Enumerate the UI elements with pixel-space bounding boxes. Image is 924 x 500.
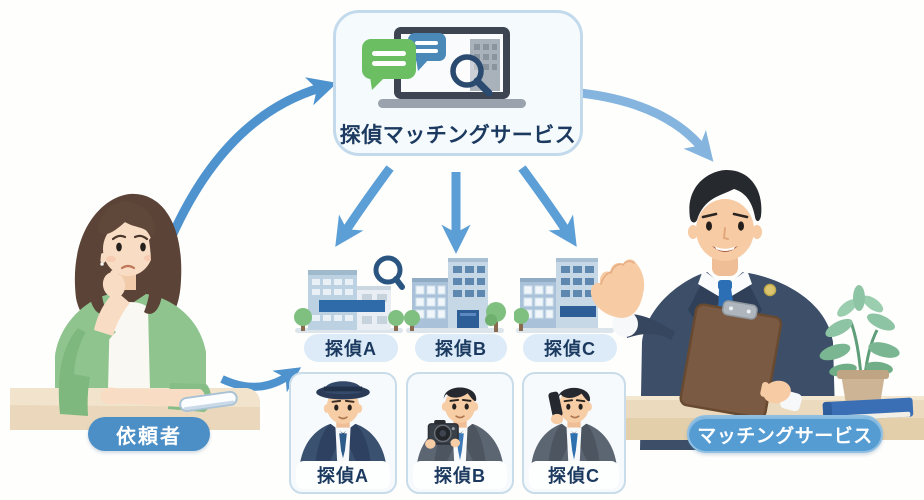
phone-icon — [548, 391, 563, 418]
smartphone-icon — [179, 390, 238, 412]
search-icon — [450, 54, 493, 97]
detective-a-card: 探偵A — [289, 372, 397, 494]
client-figure — [10, 193, 260, 430]
fedora-hat-icon — [316, 381, 370, 400]
agent-figure — [590, 170, 924, 450]
agent-open-hand — [590, 259, 675, 340]
tree-icon — [294, 308, 404, 331]
arrow-service-to-agent — [569, 87, 714, 162]
lapel-pin-icon — [763, 283, 777, 297]
service-box: 探偵マッチングサービス — [333, 10, 583, 156]
agency-b-label-pill: 探偵B — [415, 334, 507, 362]
camera-icon — [425, 420, 460, 449]
agency-sign — [560, 306, 596, 317]
detective-a-label: 探偵A — [296, 461, 390, 489]
detective-camera-portrait-icon — [416, 387, 504, 464]
laptop-base — [378, 99, 526, 108]
client-arm-raised — [58, 270, 130, 416]
detective-c-card: 探偵C — [522, 372, 626, 494]
arrow-service-to-agency-c — [518, 165, 577, 247]
tree-icon — [404, 302, 506, 332]
agent-holding-hand — [760, 380, 802, 412]
detective-hat-portrait-icon — [299, 381, 387, 464]
detective-b-card: 探偵B — [406, 372, 514, 494]
matching-service-badge: マッチングサービス — [687, 415, 883, 453]
tree-icon — [514, 308, 529, 331]
agency-sign — [319, 300, 385, 312]
clipboard-icon — [679, 300, 783, 419]
detective-b-label: 探偵B — [413, 461, 507, 489]
laptop-icon — [362, 27, 526, 108]
agency-b-building-icon — [404, 258, 506, 333]
chat-bubble-green-icon — [362, 39, 416, 90]
agent-hair — [689, 170, 762, 223]
agency-a-building-icon — [294, 255, 405, 333]
chat-bubble-blue-icon — [408, 33, 446, 71]
detective-phone-portrait-icon — [531, 387, 617, 464]
service-title: 探偵マッチングサービス — [339, 124, 577, 147]
client-badge: 依頼者 — [88, 417, 210, 451]
agency-c-building-icon — [514, 258, 614, 333]
client-hair-front — [88, 201, 165, 315]
client-face — [99, 222, 154, 276]
search-icon — [373, 255, 405, 290]
agency-a-label-pill: 探偵A — [304, 334, 398, 362]
agent-face — [688, 199, 762, 261]
detective-c-label: 探偵C — [529, 461, 619, 489]
arrow-service-to-agency-a — [335, 165, 394, 247]
agency-c-label-pill: 探偵C — [523, 334, 617, 362]
agency-door — [457, 310, 479, 328]
